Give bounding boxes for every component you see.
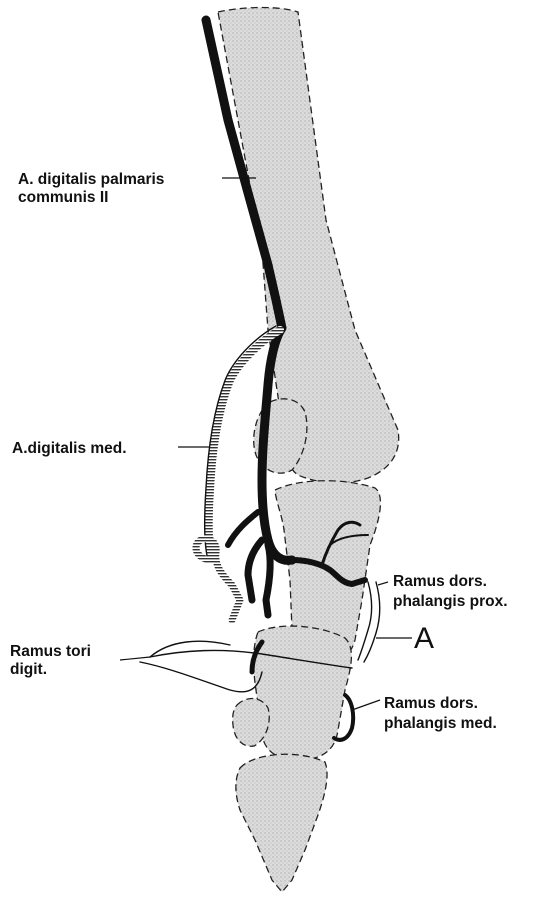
leader-ramus-dors-prox <box>378 582 388 585</box>
label-digitalis-palmaris-line1: A. digitalis palmaris <box>18 171 164 188</box>
distal-phalanx-bone <box>236 754 327 892</box>
label-ramus-tori-line1: Ramus tori <box>10 643 91 660</box>
bones <box>218 8 399 893</box>
label-ramus-dors-prox-line1: Ramus dors. <box>393 573 487 590</box>
label-digitalis-med: A.digitalis med. <box>12 440 127 457</box>
branch-lower-left <box>248 540 262 600</box>
label-ramus-tori-line2: digit. <box>10 661 47 678</box>
ramus-tori-outline-2 <box>140 662 262 692</box>
label-digitalis-palmaris-line2: communis II <box>18 189 108 206</box>
label-ramus-dors-prox-line2: phalangis prox. <box>393 593 508 610</box>
a-outline-vessel-right-2 <box>364 582 380 662</box>
branch-lower-right <box>266 545 270 615</box>
a-digitalis-med-curl <box>196 539 240 620</box>
branch-upper-left <box>228 512 258 545</box>
label-marker-a: A <box>414 622 434 655</box>
metacarpal-bone <box>218 8 399 484</box>
label-ramus-dors-med-line2: phalangis med. <box>384 715 497 732</box>
leader-ramus-tori <box>120 657 150 660</box>
label-ramus-dors-med-line1: Ramus dors. <box>384 695 478 712</box>
leader-ramus-dors-med <box>352 700 380 710</box>
